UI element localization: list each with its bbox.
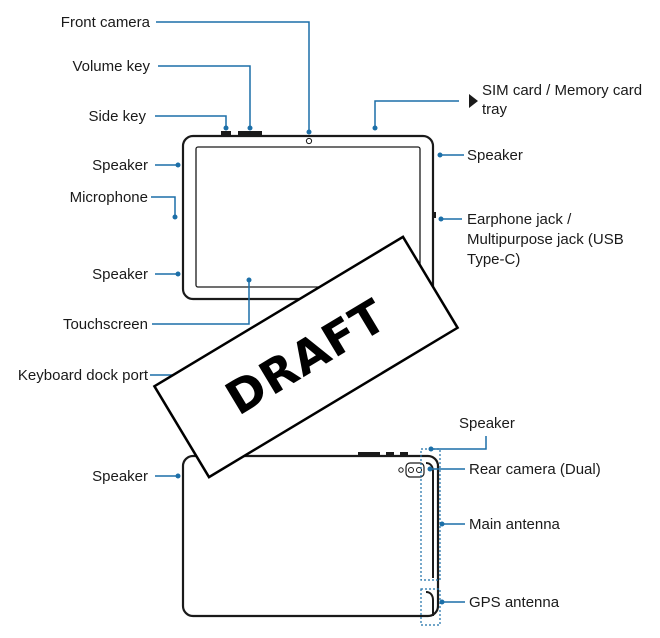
back-key-mark-2 [386,452,394,456]
label-touchscreen: Touchscreen [63,316,148,333]
label-main-antenna: Main antenna [469,516,561,533]
label-side-key: Side key [88,108,146,125]
gps-antenna-strip [425,591,434,616]
side-key-button [221,131,231,135]
label-earphone-line3: Type-C) [467,251,520,268]
gps-antenna-zone [420,588,441,626]
usb-port-mark [433,212,436,218]
label-speaker-back-left: Speaker [92,468,148,485]
main-antenna-strip [425,462,434,578]
label-earphone-line1: Earphone jack / [467,211,572,228]
label-sim-tray-line2: tray [482,101,508,118]
back-key-mark-3 [400,452,408,456]
back-key-mark [358,452,380,456]
label-front-camera: Front camera [61,14,151,31]
draft-watermark: DRAFT [152,235,460,479]
label-microphone: Microphone [70,189,148,206]
label-sim-tray-line1: SIM card / Memory card [482,82,642,99]
volume-key-button [238,131,262,135]
label-volume-key: Volume key [72,58,150,75]
rear-camera-icon [398,462,425,478]
front-camera-lens [305,137,313,145]
back-device-body [181,454,440,618]
watermark-box [152,235,460,479]
label-keyboard-dock-port: Keyboard dock port [18,367,149,384]
label-gps-antenna: GPS antenna [469,594,560,611]
labels: Front camera Volume key Side key Speaker… [18,14,642,611]
label-speaker-right: Speaker [467,147,523,164]
label-speaker-left-bottom: Speaker [92,266,148,283]
label-speaker-left-top: Speaker [92,157,148,174]
label-rear-camera: Rear camera (Dual) [469,461,601,478]
label-earphone-line2: Multipurpose jack (USB [467,231,624,248]
back-view-device [181,448,441,626]
label-speaker-back-top: Speaker [459,415,515,432]
leader-lines [150,21,487,605]
front-screen [195,146,421,288]
